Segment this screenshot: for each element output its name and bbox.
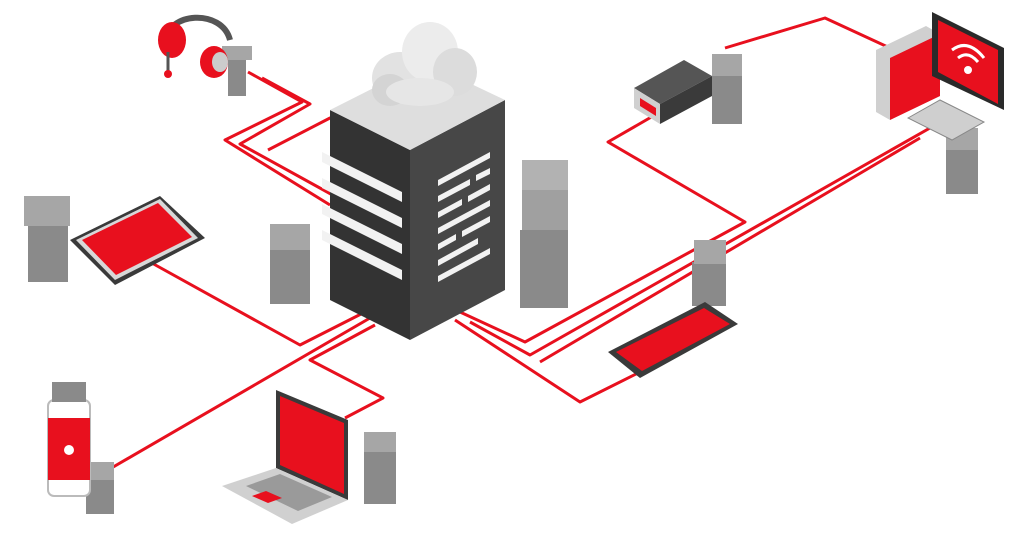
line-speaker [107,316,371,472]
server-pattern-right [438,152,490,282]
line-desktop-a [724,16,891,50]
line-desktop-b [469,126,931,357]
tablet-icon [70,196,205,285]
headset-icon [158,14,233,78]
connector-center-right [520,160,568,308]
connectors [24,46,978,514]
connector-headset [222,46,252,96]
network-lines [107,16,931,472]
laptop-icon [222,390,348,524]
connector-center-left [270,224,310,304]
speaker-icon [47,382,91,497]
smartphone-icon [608,302,738,378]
cloud-icon [372,22,477,106]
line-phone [454,318,641,404]
line-laptop [308,323,385,420]
line-headset-b [238,76,339,200]
connector-phone [692,240,726,306]
connector-laptop [364,432,396,504]
connector-router [712,54,742,124]
server-vents-left [322,152,402,280]
connector-tablet [24,196,70,282]
line-desktop-c [539,136,921,364]
cloud-server [322,22,505,340]
line-headset-a [223,70,331,207]
line-tablet [149,260,366,347]
router-icon [634,60,712,124]
desktop-wifi-icon [876,12,1004,141]
wifi-icon [951,44,986,74]
line-router [459,110,747,344]
